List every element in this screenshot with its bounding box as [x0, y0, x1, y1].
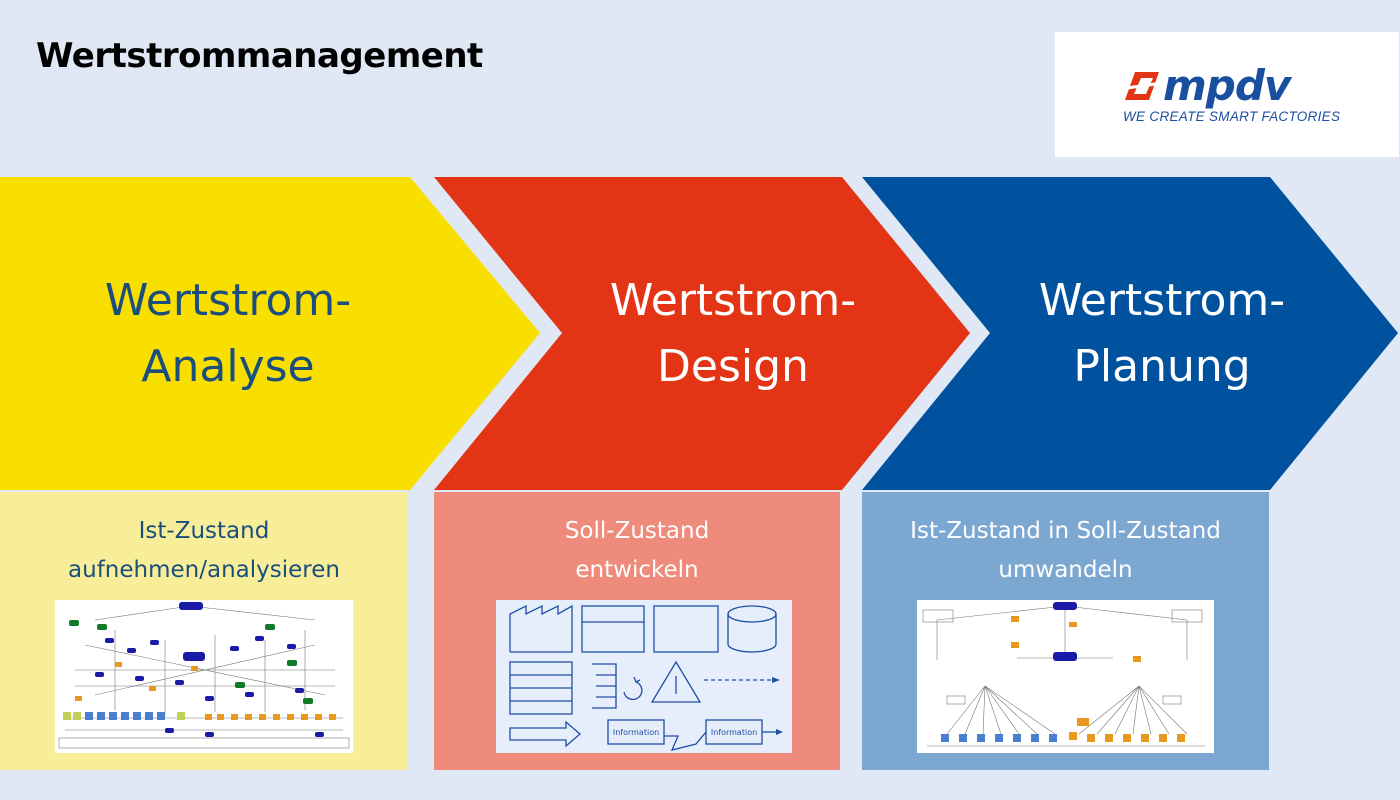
chevron-design	[434, 177, 970, 490]
withdrawal-icon	[623, 681, 643, 701]
value-stream-map-future	[922, 602, 1205, 747]
svg-text:mpdv: mpdv	[1163, 61, 1293, 110]
panel-design: Soll-Zustand entwickeln	[434, 492, 840, 770]
stage-title-line2: Planung	[1073, 341, 1251, 392]
value-stream-map-current-thumbnail	[55, 600, 353, 753]
panel-description: Ist-Zustand in Soll-Zustand umwandeln	[862, 512, 1269, 590]
panel-analyse: Ist-Zustand aufnehmen/analysieren	[0, 492, 408, 770]
data-box-icon	[653, 605, 719, 653]
mpdv-logo-mark: mpdv	[1125, 61, 1294, 110]
panel-description: Soll-Zustand entwickeln	[434, 512, 840, 590]
database-icon	[727, 605, 777, 653]
push-arrow-icon	[509, 720, 581, 748]
stage-title-line2: Analyse	[141, 341, 315, 392]
value-stream-map-future-thumbnail	[917, 600, 1214, 753]
vsm-symbol-set: Information Information	[509, 604, 783, 751]
panel-desc-line1: Ist-Zustand	[138, 518, 270, 544]
panel-desc-line1: Soll-Zustand	[564, 518, 710, 544]
chevron-planung	[862, 177, 1398, 490]
panel-description: Ist-Zustand aufnehmen/analysieren	[0, 512, 408, 590]
stage-title-design: Wertstrom- Design	[533, 268, 933, 400]
stage-title-line2: Design	[657, 341, 809, 392]
factory-icon	[509, 604, 573, 653]
process-box-icon	[581, 605, 645, 653]
chevron-analyse	[0, 177, 540, 490]
mpdv-logo: mpdv WE CREATE SMART FACTORIES	[1055, 32, 1399, 157]
stage-title-analyse: Wertstrom- Analyse	[28, 268, 428, 400]
panel-desc-line2: aufnehmen/analysieren	[68, 557, 340, 583]
inventory-icon	[650, 660, 702, 703]
panel-desc-line2: entwickeln	[575, 557, 699, 583]
info-label-1: Information	[613, 728, 659, 737]
stage-title-line1: Wertstrom-	[104, 275, 352, 326]
stage-title-line1: Wertstrom-	[1038, 275, 1286, 326]
information-box-icon	[607, 719, 665, 745]
panel-desc-line2: umwandeln	[998, 557, 1133, 583]
stage-title-line1: Wertstrom-	[609, 275, 857, 326]
page-title: Wertstrommanagement	[36, 36, 483, 76]
vsm-symbols-thumbnail: Information Information	[496, 600, 792, 753]
panel-desc-line1: Ist-Zustand in Soll-Zustand	[910, 518, 1221, 544]
value-stream-map-current	[58, 602, 350, 749]
electronic-flow-icon	[664, 731, 707, 751]
logo-tagline: WE CREATE SMART FACTORIES	[1123, 109, 1341, 124]
stage-title-planung: Wertstrom- Planung	[962, 268, 1362, 400]
panel-planung: Ist-Zustand in Soll-Zustand umwandeln	[862, 492, 1269, 770]
info-label-2: Information	[711, 728, 757, 737]
